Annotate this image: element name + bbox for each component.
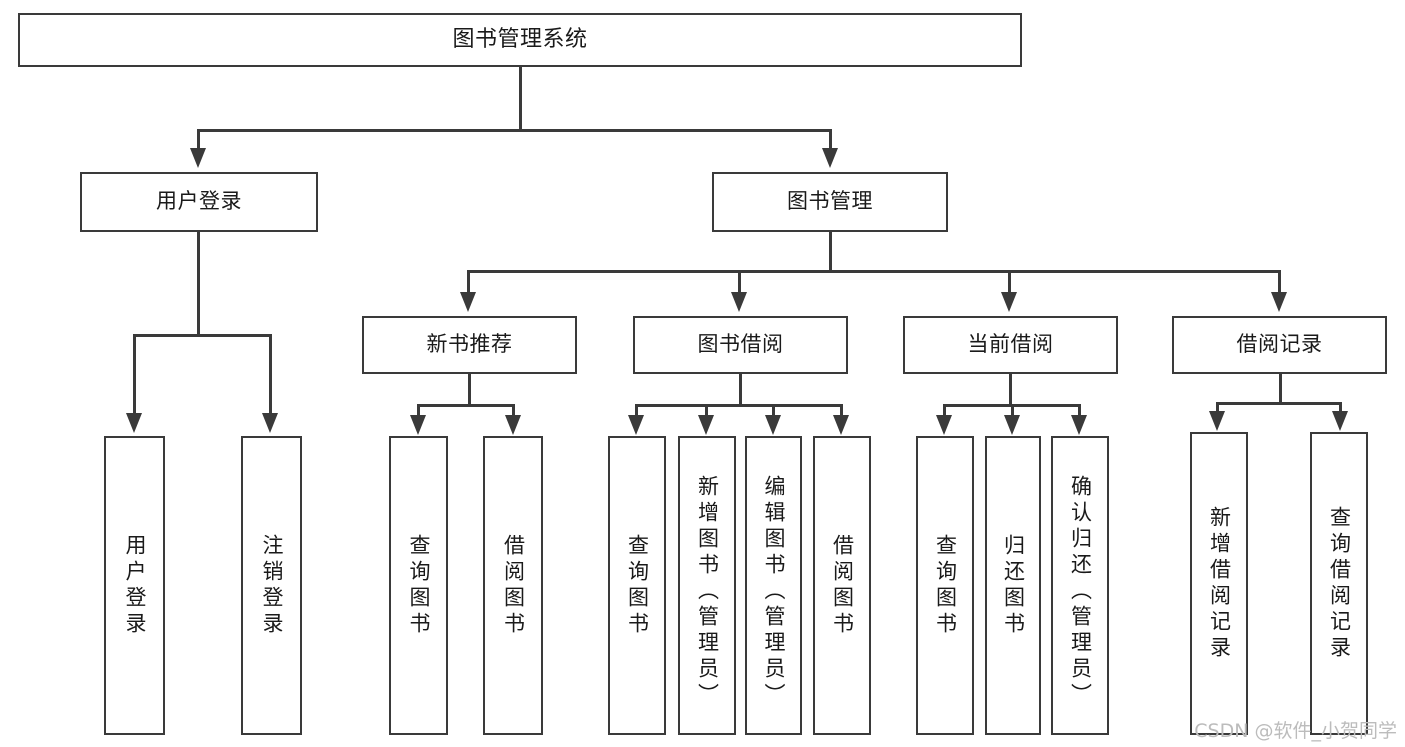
connector-user-login-stem bbox=[197, 232, 200, 336]
node-label: 编辑图书（管理员） bbox=[762, 474, 786, 709]
node-label: 图书管理 bbox=[787, 189, 873, 214]
arrow-current-borrowing bbox=[1001, 292, 1017, 312]
arrow-leaf-query-borrow-record bbox=[1332, 411, 1348, 431]
node-label: 注销登录 bbox=[260, 533, 284, 638]
connector-bm-leg-4 bbox=[1278, 270, 1281, 292]
arrow-leaf-return-books bbox=[1004, 415, 1020, 435]
node-book-borrowing[interactable]: 图书借阅 bbox=[633, 316, 848, 374]
node-label: 新增图书（管理员） bbox=[695, 474, 720, 709]
connector-root-stem bbox=[519, 67, 522, 131]
arrow-leaf-query-books-current bbox=[936, 415, 952, 435]
node-current-borrowing[interactable]: 当前借阅 bbox=[903, 316, 1118, 374]
connector-borrowing-leg-4 bbox=[840, 404, 843, 416]
node-label: 归还图书 bbox=[1001, 533, 1026, 638]
leaf-query-borrow-record[interactable]: 查询借阅记录 bbox=[1310, 432, 1368, 735]
connector-recommend-leg-1 bbox=[417, 404, 420, 416]
connector-user-login-leg-1 bbox=[133, 334, 136, 414]
leaf-add-borrow-record[interactable]: 新增借阅记录 bbox=[1190, 432, 1248, 735]
connector-root-leg-user-login bbox=[197, 129, 200, 149]
arrow-user-login bbox=[190, 148, 206, 168]
arrow-leaf-query-books-borrow bbox=[628, 415, 644, 435]
connector-current-stem bbox=[1009, 374, 1012, 406]
arrow-new-book-recommendation bbox=[460, 292, 476, 312]
arrow-leaf-confirm-return-admin bbox=[1071, 415, 1087, 435]
arrow-leaf-add-borrow-record bbox=[1209, 411, 1225, 431]
node-label: 查询借阅记录 bbox=[1327, 505, 1352, 662]
connector-borrowing-bus bbox=[635, 404, 842, 407]
connector-recommend-stem bbox=[468, 374, 471, 406]
connector-bm-leg-3 bbox=[1008, 270, 1011, 292]
connector-current-leg-1 bbox=[943, 404, 946, 416]
connector-records-bus bbox=[1216, 402, 1342, 405]
node-new-book-recommendation[interactable]: 新书推荐 bbox=[362, 316, 577, 374]
leaf-edit-book-admin[interactable]: 编辑图书（管理员） bbox=[745, 436, 802, 735]
arrow-leaf-borrow-books-recommend bbox=[505, 415, 521, 435]
connector-bm-leg-2 bbox=[738, 270, 741, 292]
node-label: 查询图书 bbox=[625, 533, 650, 638]
node-user-login[interactable]: 用户登录 bbox=[80, 172, 318, 232]
arrow-borrowing-records bbox=[1271, 292, 1287, 312]
node-label: 用户登录 bbox=[123, 533, 147, 638]
node-label: 查询图书 bbox=[407, 533, 431, 638]
connector-root-bus bbox=[197, 129, 831, 132]
node-label: 用户登录 bbox=[156, 189, 242, 214]
connector-book-management-stem bbox=[829, 232, 832, 272]
connector-borrowing-stem bbox=[739, 374, 742, 406]
connector-recommend-bus bbox=[417, 404, 515, 407]
leaf-borrow-books[interactable]: 借阅图书 bbox=[813, 436, 871, 735]
connector-borrowing-leg-1 bbox=[635, 404, 638, 416]
node-label: 借阅图书 bbox=[501, 533, 526, 638]
connector-book-management-bus bbox=[467, 270, 1281, 273]
connector-current-leg-2 bbox=[1011, 404, 1014, 416]
node-borrowing-records[interactable]: 借阅记录 bbox=[1172, 316, 1387, 374]
arrow-leaf-query-books-recommend bbox=[410, 415, 426, 435]
arrow-book-management bbox=[822, 148, 838, 168]
arrow-leaf-add-book-admin bbox=[698, 415, 714, 435]
arrow-leaf-borrow-books bbox=[833, 415, 849, 435]
leaf-query-books-recommend[interactable]: 查询图书 bbox=[389, 436, 448, 735]
leaf-query-books-current[interactable]: 查询图书 bbox=[916, 436, 974, 735]
node-label: 新增借阅记录 bbox=[1207, 505, 1232, 662]
connector-borrowing-leg-2 bbox=[705, 404, 708, 416]
node-label: 确认归还（管理员） bbox=[1068, 474, 1093, 709]
arrow-book-borrowing bbox=[731, 292, 747, 312]
connector-user-login-bus bbox=[133, 334, 272, 337]
node-book-management[interactable]: 图书管理 bbox=[712, 172, 948, 232]
connector-records-leg-2 bbox=[1339, 402, 1342, 412]
leaf-query-books-borrow[interactable]: 查询图书 bbox=[608, 436, 666, 735]
connector-current-leg-3 bbox=[1078, 404, 1081, 416]
node-label: 新书推荐 bbox=[426, 332, 513, 357]
leaf-confirm-return-admin[interactable]: 确认归还（管理员） bbox=[1051, 436, 1109, 735]
leaf-logout[interactable]: 注销登录 bbox=[241, 436, 302, 735]
connector-root-leg-book-management bbox=[829, 129, 832, 149]
node-label: 借阅记录 bbox=[1236, 332, 1323, 357]
node-root-book-management-system[interactable]: 图书管理系统 bbox=[18, 13, 1022, 67]
connector-borrowing-leg-3 bbox=[772, 404, 775, 416]
connector-recommend-leg-2 bbox=[512, 404, 515, 416]
connector-user-login-leg-2 bbox=[269, 334, 272, 414]
arrow-leaf-edit-book-admin bbox=[765, 415, 781, 435]
arrow-leaf-logout bbox=[262, 413, 278, 433]
node-label: 图书借阅 bbox=[697, 332, 784, 357]
connector-records-stem bbox=[1279, 374, 1282, 404]
connector-bm-leg-1 bbox=[467, 270, 470, 292]
node-label: 借阅图书 bbox=[830, 533, 855, 638]
leaf-return-books[interactable]: 归还图书 bbox=[985, 436, 1041, 735]
leaf-user-login[interactable]: 用户登录 bbox=[104, 436, 165, 735]
leaf-borrow-books-recommend[interactable]: 借阅图书 bbox=[483, 436, 543, 735]
connector-records-leg-1 bbox=[1216, 402, 1219, 412]
node-label: 当前借阅 bbox=[967, 332, 1054, 357]
node-label: 图书管理系统 bbox=[452, 26, 588, 52]
leaf-add-book-admin[interactable]: 新增图书（管理员） bbox=[678, 436, 736, 735]
node-label: 查询图书 bbox=[933, 533, 958, 638]
arrow-leaf-user-login bbox=[126, 413, 142, 433]
